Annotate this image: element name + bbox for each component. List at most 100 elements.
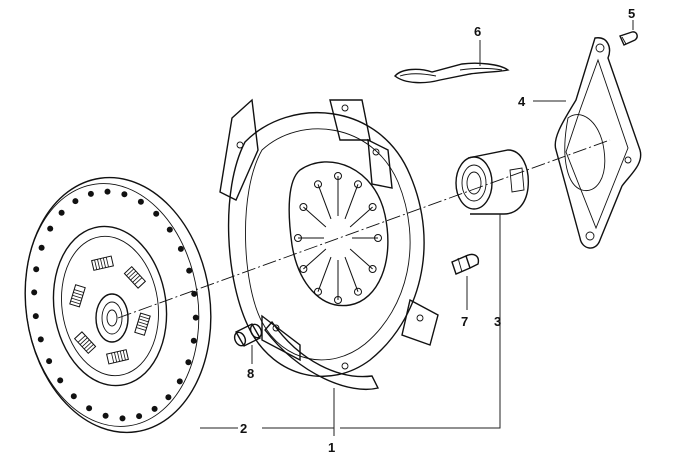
spring-coil: [100, 258, 104, 269]
rivet: [87, 190, 94, 197]
spring-coil: [74, 289, 84, 293]
diaphragm-finger: [317, 256, 332, 292]
rivet: [104, 188, 111, 195]
rivet: [191, 290, 198, 297]
rivet: [166, 226, 173, 233]
spring-coil: [111, 352, 115, 363]
rivet: [46, 358, 53, 365]
spring-coil: [138, 318, 149, 323]
torsion-spring: [123, 265, 147, 289]
callout-3: 3: [494, 314, 501, 329]
spring-coil: [72, 294, 83, 299]
rivet: [165, 394, 172, 401]
rivet: [102, 412, 109, 419]
release-fork: [554, 37, 642, 249]
rivet: [121, 191, 128, 198]
callout-6: 6: [474, 24, 481, 39]
torsion-spring: [73, 331, 97, 355]
spring-coil: [97, 259, 101, 270]
spring-coil: [85, 344, 94, 352]
rivet: [33, 266, 40, 273]
diaphragm-finger: [317, 184, 332, 220]
spring-coil: [128, 270, 137, 279]
rivet: [47, 225, 54, 232]
rivet: [58, 209, 65, 216]
rivet: [192, 314, 199, 321]
spring-coil: [134, 277, 143, 285]
callout-7: 7: [461, 314, 468, 329]
rivet: [119, 415, 126, 422]
rivet: [72, 198, 79, 205]
finger-tip: [299, 265, 308, 273]
finger-tip: [374, 234, 382, 242]
splined-hub: [95, 293, 129, 343]
rivet: [86, 405, 93, 412]
spring-coil: [126, 268, 135, 276]
spring-coil: [71, 297, 82, 302]
release-bearing: [455, 149, 529, 215]
torsion-springs: [69, 255, 151, 365]
spring-coil: [119, 350, 123, 361]
rivet: [176, 378, 183, 385]
finger-tip: [294, 234, 302, 242]
callout-8: 8: [247, 366, 254, 381]
rivet: [38, 244, 45, 251]
spring-coil: [79, 337, 88, 345]
callout-1: 1: [328, 440, 335, 455]
callout-2: 2: [240, 421, 247, 436]
finger-tip: [354, 180, 362, 189]
torsion-spring: [134, 312, 151, 336]
bolt: [451, 253, 480, 275]
retaining-spring: [393, 62, 510, 84]
rivet: [151, 405, 158, 412]
callout-5: 5: [628, 6, 635, 21]
spring-coil: [116, 351, 120, 362]
diaphragm-finger: [349, 248, 373, 270]
torsion-spring: [91, 255, 114, 271]
finger-tip: [299, 203, 308, 211]
rivet: [57, 377, 64, 384]
spring-coil: [81, 339, 90, 348]
diaphragm-finger: [303, 206, 327, 228]
spring-coil: [102, 257, 106, 268]
spring-coil: [139, 315, 150, 320]
finger-tip: [354, 287, 362, 296]
finger-tip: [368, 265, 377, 273]
pivot-pin: [619, 31, 638, 46]
rivet: [190, 337, 197, 344]
finger-tip: [368, 203, 377, 211]
diaphragm-finger: [349, 206, 373, 228]
assembly-axis: [117, 139, 611, 319]
rivet: [37, 336, 44, 343]
spring-coil: [70, 300, 81, 305]
spring-coil: [136, 327, 146, 331]
rivet: [32, 313, 39, 320]
disc-rivets: [31, 188, 199, 422]
rivet: [185, 359, 192, 366]
rivet: [137, 198, 144, 205]
rivet: [31, 289, 38, 296]
callout-4: 4: [518, 94, 526, 109]
spring-coil: [83, 341, 92, 350]
clutch-disc: [24, 176, 212, 434]
spring-coil: [130, 272, 139, 281]
spring-coil: [137, 321, 148, 326]
spring-coil: [105, 257, 109, 268]
spring-coil: [137, 324, 147, 328]
spring-coil: [122, 350, 126, 361]
rivet: [186, 267, 193, 274]
torsion-spring: [69, 284, 86, 308]
finger-tip: [334, 296, 342, 304]
spring-coil: [73, 292, 83, 296]
spring-coil: [132, 275, 141, 283]
rivet: [153, 210, 160, 217]
leader-3: [340, 214, 501, 429]
diaphragm-fingers: [294, 172, 382, 304]
pressure-plate: [219, 98, 439, 390]
diaphragm-finger: [344, 256, 359, 292]
dowel-sleeve: [233, 323, 263, 347]
spring-coil: [94, 259, 98, 270]
rivet: [70, 393, 77, 400]
